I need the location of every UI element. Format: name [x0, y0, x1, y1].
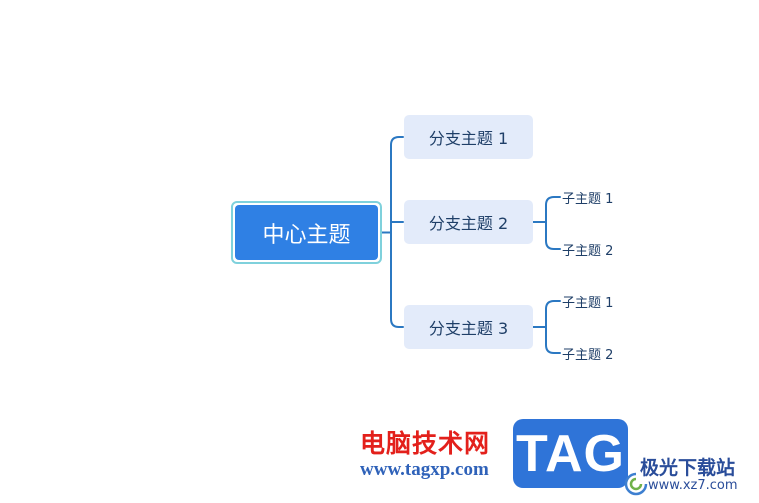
- watermark-brand-url: www.tagxp.com: [360, 459, 489, 480]
- swirl-icon: [624, 472, 648, 496]
- branch-2-subtopic-2[interactable]: 子主题 2: [562, 243, 614, 259]
- central-topic-node[interactable]: 中心主题: [231, 201, 382, 264]
- watermark-brand-cn: 电脑技术网: [360, 429, 491, 458]
- branch-3-subtopic-1[interactable]: 子主题 1: [562, 295, 614, 311]
- branch-topic-3[interactable]: 分支主题 3: [404, 305, 533, 349]
- connector-branch-2-subtopics: [532, 196, 561, 250]
- watermark-tag-logo: TAG: [513, 419, 628, 488]
- branch-2-subtopic-1[interactable]: 子主题 1: [562, 191, 614, 207]
- watermark-site-name: 极光下载站: [640, 457, 736, 479]
- branch-topic-1[interactable]: 分支主题 1: [404, 115, 533, 159]
- central-topic-label: 中心主题: [235, 205, 378, 260]
- watermark-site-url: www.xz7.com: [648, 478, 738, 493]
- branch-3-subtopic-2[interactable]: 子主题 2: [562, 347, 614, 363]
- branch-topic-2[interactable]: 分支主题 2: [404, 200, 533, 244]
- connector-center-branches: [381, 136, 404, 328]
- connector-branch-3-subtopics: [532, 300, 561, 354]
